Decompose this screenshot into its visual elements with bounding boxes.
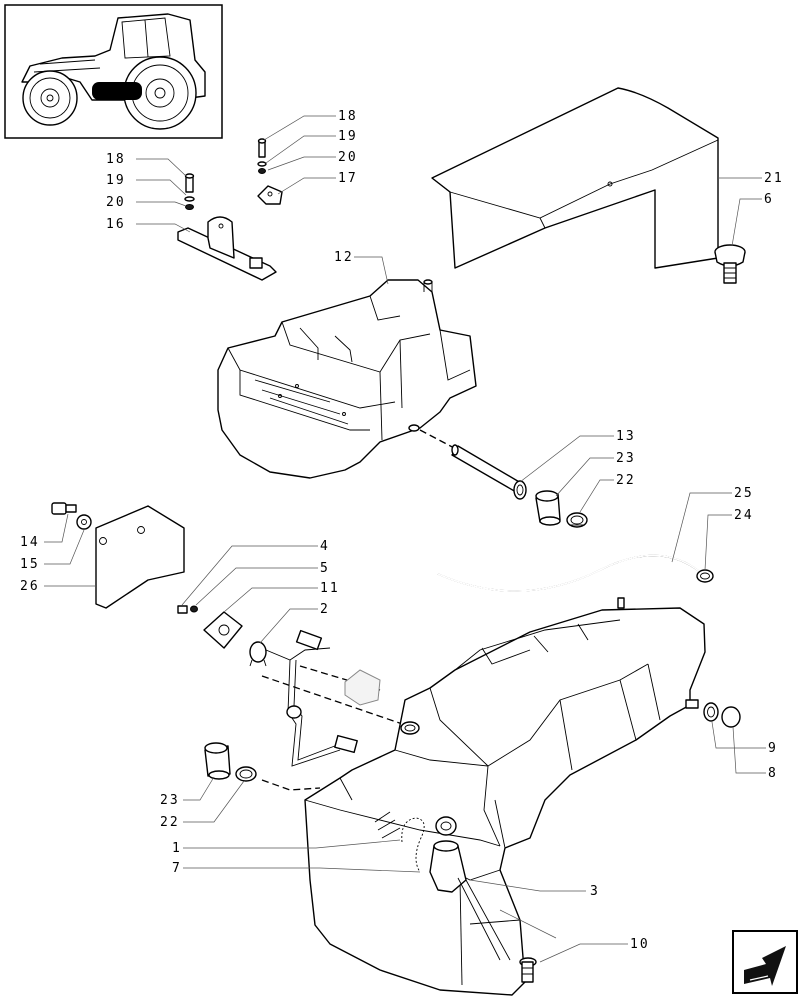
level-sender-2 bbox=[249, 629, 421, 767]
sleeve-23-upper bbox=[535, 490, 561, 526]
callout-3: 3 bbox=[590, 884, 600, 899]
callout-17: 17 bbox=[338, 171, 358, 186]
callout-10: 10 bbox=[630, 937, 650, 952]
flange-11 bbox=[203, 611, 243, 649]
ghost-flange bbox=[344, 669, 381, 706]
upper-tank-12 bbox=[217, 279, 477, 479]
callout-13: 13 bbox=[616, 429, 636, 444]
callout-1: 1 bbox=[172, 841, 182, 856]
callout-8: 8 bbox=[768, 766, 778, 781]
callout-19-clip: 19 bbox=[338, 129, 358, 144]
tank-cover-21 bbox=[431, 87, 719, 269]
sleeve-23-lower bbox=[204, 742, 231, 780]
callout-22-lower: 22 bbox=[160, 815, 180, 830]
callout-16: 16 bbox=[106, 217, 126, 232]
callout-23-upper: 23 bbox=[616, 451, 636, 466]
callout-23-lower: 23 bbox=[160, 793, 180, 808]
next-page-arrow-icon[interactable] bbox=[732, 930, 798, 994]
callout-4: 4 bbox=[320, 539, 330, 554]
callout-26: 26 bbox=[20, 579, 40, 594]
callout-11: 11 bbox=[320, 581, 340, 596]
clamp-9 bbox=[703, 702, 719, 722]
clamp-22-lower bbox=[235, 766, 257, 782]
callout-20-clip: 20 bbox=[338, 150, 358, 165]
callout-6: 6 bbox=[764, 192, 774, 207]
callout-14: 14 bbox=[20, 535, 40, 550]
tractor-thumbnail-icon bbox=[4, 4, 223, 139]
callout-5: 5 bbox=[320, 561, 330, 576]
callout-9: 9 bbox=[768, 741, 778, 756]
callout-18-clip: 18 bbox=[338, 109, 358, 124]
return-hose-25 bbox=[437, 554, 701, 592]
bracket-16 bbox=[177, 173, 277, 281]
washer-15 bbox=[76, 514, 92, 530]
screw-4 bbox=[177, 605, 198, 614]
clip-17 bbox=[257, 138, 283, 205]
callout-7: 7 bbox=[172, 861, 182, 876]
screw-10 bbox=[519, 957, 537, 983]
callout-20-bracket: 20 bbox=[106, 195, 126, 210]
callout-15: 15 bbox=[20, 557, 40, 572]
main-fuel-tank bbox=[304, 597, 706, 996]
callout-18-bracket: 18 bbox=[106, 152, 126, 167]
callout-2: 2 bbox=[320, 602, 330, 617]
callout-22-upper: 22 bbox=[616, 473, 636, 488]
callout-25: 25 bbox=[734, 486, 754, 501]
callout-labels: 18 19 20 16 18 19 20 17 12 21 6 13 23 22… bbox=[20, 109, 784, 952]
knob-6 bbox=[714, 244, 746, 284]
callout-21: 21 bbox=[764, 171, 784, 186]
bolt-14 bbox=[51, 502, 77, 515]
leader-lines bbox=[44, 115, 766, 963]
callout-19-bracket: 19 bbox=[106, 173, 126, 188]
sleeve-8 bbox=[721, 706, 741, 728]
plate-26 bbox=[95, 505, 185, 609]
clamp-22-upper bbox=[566, 512, 588, 528]
pipe-13 bbox=[419, 429, 527, 500]
callout-12: 12 bbox=[334, 250, 354, 265]
clamp-24 bbox=[696, 569, 714, 583]
callout-24: 24 bbox=[734, 508, 754, 523]
